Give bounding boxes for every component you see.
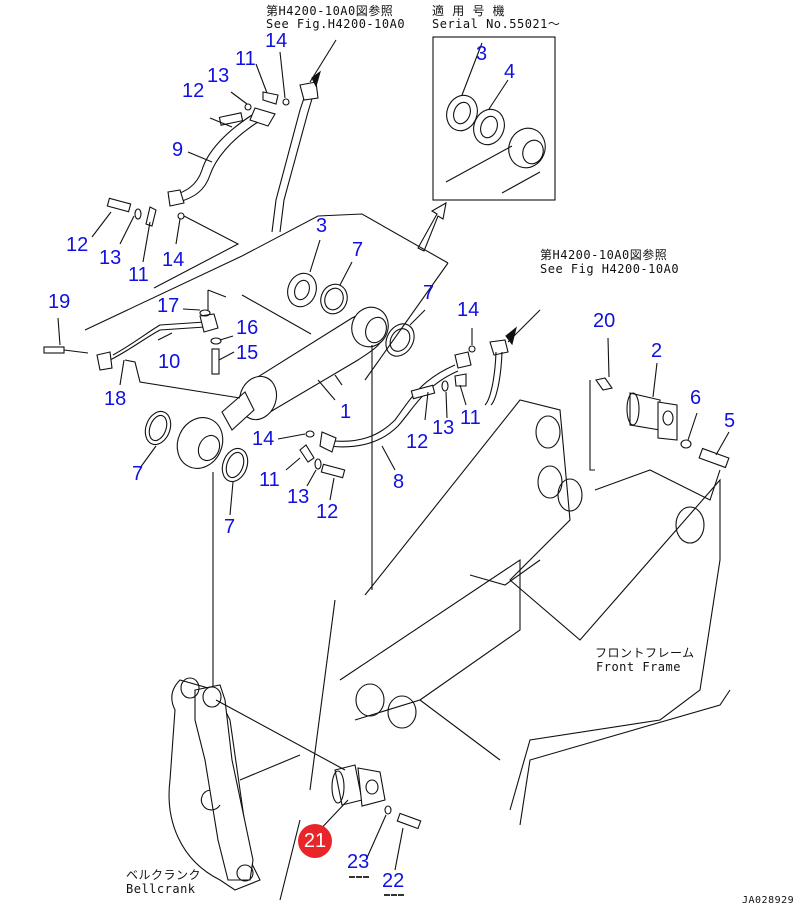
ref-note-right-en: See Fig H4200-10A0 [540,262,680,276]
front-frame-label-jp: フロントフレーム [595,646,695,660]
serial-inset-box [432,36,556,201]
callout-11: 11 [259,469,280,491]
bellcrank-label-jp: ベルクランク [126,868,202,882]
callout-14: 14 [457,299,480,321]
callout-11: 11 [460,407,481,429]
seal-7-right [385,323,415,357]
callout-13: 13 [207,65,230,87]
callout-16: 16 [236,317,259,339]
callout-7: 7 [423,282,435,304]
callout-12: 12 [66,234,89,256]
front-frame [279,380,731,901]
callout-13: 13 [287,486,310,508]
tube-10 [109,321,206,361]
bellcrank [168,677,261,891]
front-frame-label-en: Front Frame [596,660,681,674]
callout-4: 4 [504,61,516,83]
seal-7-lower-right [221,447,249,483]
callout-10: 10 [158,351,181,373]
direction-arrow [417,201,447,252]
callout-12: 12 [182,80,205,102]
inset-washer-3 [446,94,478,132]
callout-19: 19 [48,291,71,313]
ref-note-top-jp: 第H4200-10A0図参照 [266,4,394,18]
callout-22-underline [384,894,404,896]
callout-6: 6 [690,387,702,409]
callout-12: 12 [406,431,429,453]
callout-13: 13 [432,417,455,439]
callout-14: 14 [162,249,185,271]
bellcrank-label-en: Bellcrank [126,882,196,896]
callout-13: 13 [99,247,122,269]
callout-9: 9 [172,139,184,161]
callout-18: 18 [104,388,127,410]
inset-washer-4 [473,108,505,146]
callout-8: 8 [393,471,405,493]
callout-15: 15 [236,342,259,364]
callout-12: 12 [316,501,339,523]
serial-note-en: Serial No.55021～ [432,17,561,31]
serial-note-jp: 適 用 号 機 [432,4,506,18]
callout-23-underline [349,876,369,878]
callout-2: 2 [651,340,663,362]
callout-21-highlighted[interactable]: 21 [298,824,332,858]
drawing-code: JA028929 [742,895,795,906]
inset-cylinder-end [445,145,541,194]
callout-11: 11 [128,264,149,286]
hose-8 [324,364,459,448]
callout-7: 7 [224,516,236,538]
callout-20: 20 [593,310,616,332]
ref-note-top-en: See Fig.H4200-10A0 [266,17,406,31]
hose-9 [174,121,259,204]
callout-7: 7 [352,239,364,261]
callout-11: 11 [235,48,256,70]
callout-7: 7 [132,463,144,485]
callout-17: 17 [157,295,180,317]
callout-23: 23 [347,851,370,873]
seal-7-upper [320,283,348,315]
callout-5: 5 [724,410,736,432]
callout-14: 14 [252,428,275,450]
ref-note-right-jp: 第H4200-10A0図参照 [540,248,668,262]
callout-3: 3 [476,43,488,65]
callout-1: 1 [340,401,352,423]
washer-3 [287,272,317,308]
callout-3: 3 [316,215,328,237]
callout-22: 22 [382,870,405,892]
callout-14: 14 [265,30,288,52]
seal-7-lower-left [144,410,172,446]
